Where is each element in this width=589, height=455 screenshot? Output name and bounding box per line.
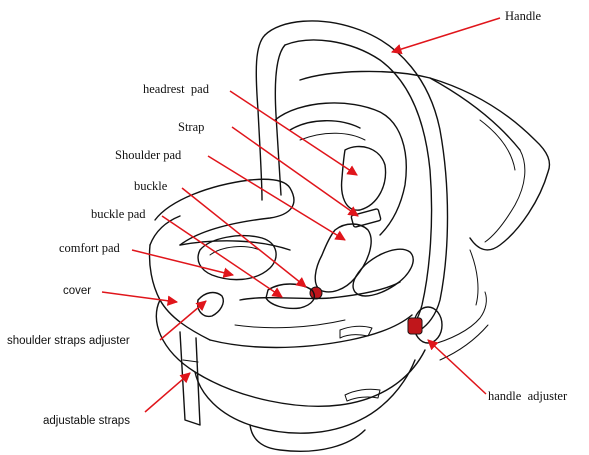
label-strap: Strap <box>178 120 204 134</box>
arrow-handle <box>392 18 500 52</box>
label-shoulder-straps-adjuster: shoulder straps adjuster <box>7 335 130 347</box>
arrow-handle-adjuster <box>428 340 486 394</box>
arrow-strap <box>232 127 358 216</box>
car-seat-illustration <box>149 21 549 451</box>
label-headrest-pad: headrest pad <box>143 82 210 96</box>
label-comfort-pad: comfort pad <box>59 241 120 255</box>
labels-layer: Handle headrest pad Strap Shoulder pad b… <box>7 9 568 427</box>
arrow-cover <box>102 292 177 302</box>
label-adjustable-straps: adjustable straps <box>43 415 130 427</box>
arrow-shoulder-pad <box>208 156 345 240</box>
arrow-buckle-pad <box>162 216 282 297</box>
label-buckle-pad: buckle pad <box>91 207 146 221</box>
label-handle-adjuster: handle adjuster <box>488 389 568 403</box>
label-handle: Handle <box>505 9 542 23</box>
label-cover: cover <box>63 285 91 297</box>
label-shoulder-pad: Shoulder pad <box>115 148 182 162</box>
label-buckle: buckle <box>134 179 168 193</box>
